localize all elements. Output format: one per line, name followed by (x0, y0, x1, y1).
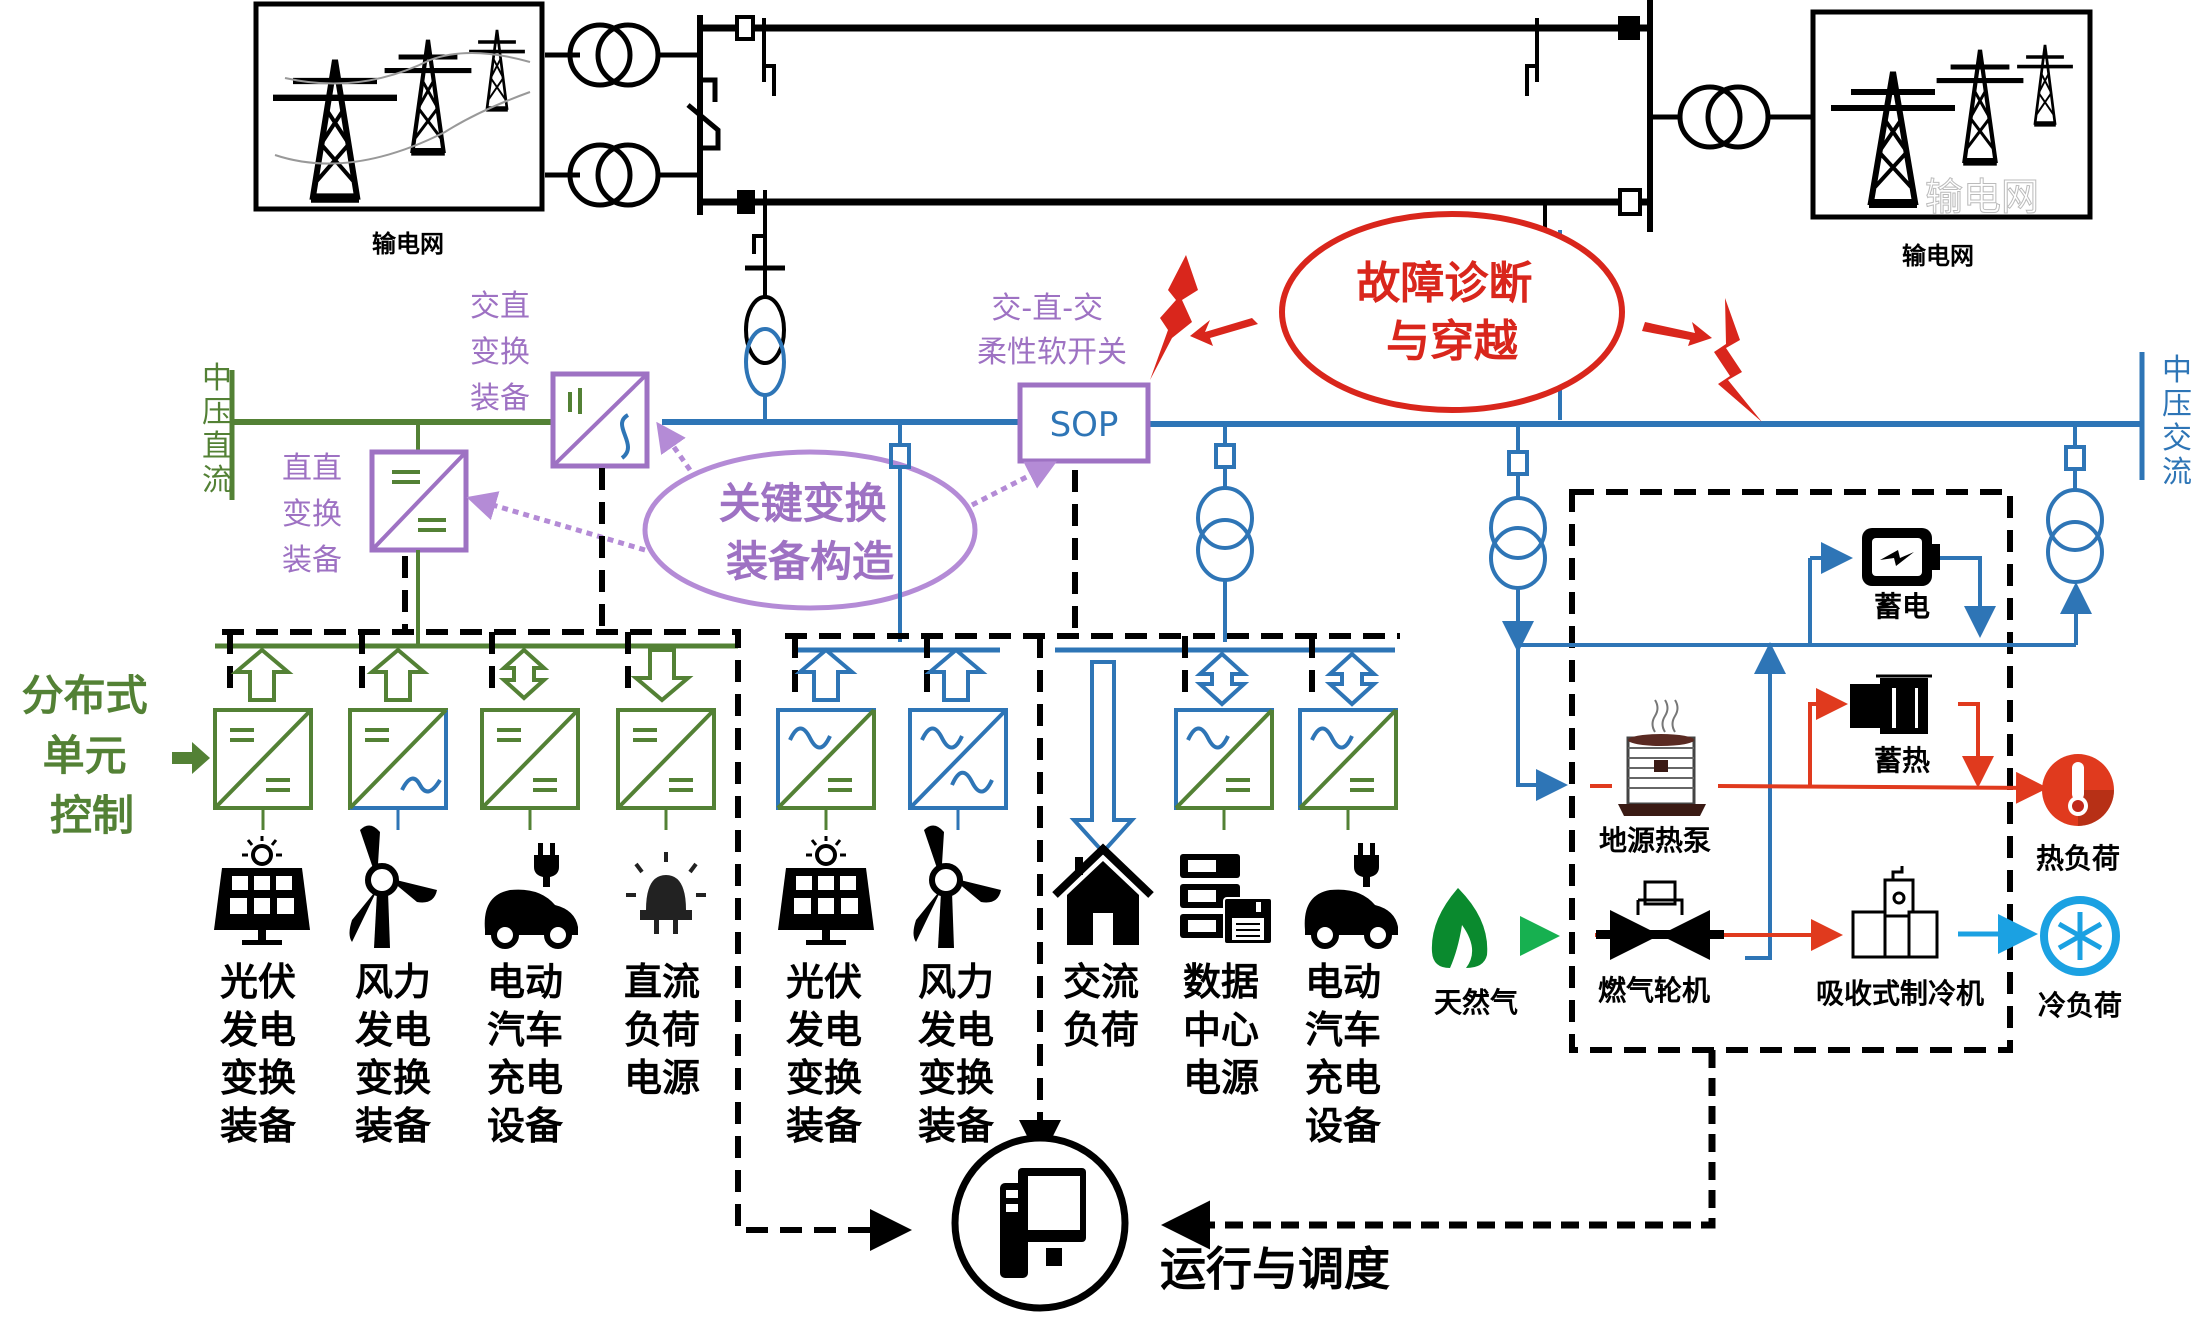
dcdc-converter[interactable] (369, 449, 469, 553)
acdc-converter[interactable] (550, 371, 650, 469)
transmission-grid-right: 输电网 输电网 (1810, 9, 2093, 270)
natural-gas-flame-icon (1431, 888, 1488, 968)
ac-feeders (889, 422, 2104, 642)
computer-icon (1000, 1168, 1086, 1278)
main-transformer-icon (744, 254, 786, 422)
flow-both-arrow-icon (1324, 651, 1380, 707)
solar-panel-icon (214, 836, 310, 945)
svg-text:分布式 单元 控制: 分布式 单元 控制 (22, 671, 163, 840)
label-dc-load: 直流负荷电源 (624, 960, 700, 1100)
heat-storage-tank-icon (1850, 674, 1932, 734)
dispatch-center[interactable] (951, 1134, 1129, 1312)
dispatch-label: 运行与调度 (1160, 1242, 1390, 1296)
absorption-chiller-label: 吸收式制冷机 (1816, 977, 1984, 1010)
transmission-busbars (686, 0, 1653, 254)
ev-charging-icon (484, 843, 578, 949)
svg-text:故障诊断 与穿越: 故障诊断 与穿越 (1356, 258, 1547, 367)
dc-unit-pv[interactable] (213, 647, 313, 830)
mv-ac-bus: 中 压 交 流 (662, 230, 2201, 490)
transformer-icon (1650, 84, 1812, 150)
dcdc-converter-label: 直直 变换 装备 (282, 451, 352, 578)
mv-dc-label: 中 压 直 流 (202, 361, 242, 498)
dc-load-light-icon (626, 852, 706, 934)
wind-turbine-icon (913, 825, 1001, 948)
breaker-closed (737, 190, 755, 214)
energy-hub-boundary (1569, 489, 2013, 1053)
label-datacenter: 数据中心电源 (1183, 960, 1259, 1100)
heat-load-thermometer-icon (2042, 754, 2114, 826)
ev-charging-icon (1304, 843, 1398, 949)
transformer-icon (545, 22, 700, 88)
dc-unit-dc-load[interactable] (616, 648, 716, 830)
cold-load-label: 冷负荷 (2038, 989, 2122, 1022)
label-dc-wind: 风力发电变换装备 (355, 960, 432, 1148)
heat-storage-label: 蓄热 (1874, 744, 1930, 777)
dc-unit-wind[interactable] (348, 647, 448, 830)
sop-box-label: SOP (1050, 405, 1119, 445)
label-dc-ev: 电动汽车充电设备 (487, 960, 564, 1148)
label-dc-pv: 光伏发电变换装备 (220, 960, 297, 1148)
control-link (222, 629, 912, 1251)
label-ac-ev: 电动汽车充电设备 (1305, 960, 1382, 1148)
key-equipment-callout: 关键变换 装备构造 (466, 421, 1057, 611)
flow-up-arrow-icon (230, 647, 294, 702)
cold-load-snowflake-icon (2040, 896, 2120, 976)
sop-label: 交-直-交 柔性软开关 (977, 291, 1127, 370)
breaker-open (1618, 188, 1642, 216)
label-ac-load: 交流负荷 (1063, 960, 1139, 1052)
datacenter-server-icon (1180, 854, 1273, 945)
ac-unit-pv[interactable] (776, 647, 876, 830)
label-ac-wind: 风力发电变换装备 (918, 960, 995, 1148)
ac-unit-datacenter[interactable] (1174, 651, 1274, 830)
transformer-icon (545, 142, 700, 208)
breaker-open (735, 15, 755, 41)
fault-lightning-icon (1150, 255, 1198, 380)
flow-both-arrow-icon (498, 647, 550, 701)
house-icon (1052, 843, 1154, 945)
mv-ac-label: 中 压 交 流 (2162, 353, 2201, 490)
control-link (1161, 1050, 1716, 1250)
mv-dc-bus: 中 压 直 流 (202, 361, 552, 500)
flow-down-arrow-icon (1069, 660, 1137, 855)
svg-text:关键变换 装备构造: 关键变换 装备构造 (719, 479, 902, 586)
transmission-grid-left: 输电网 (253, 1, 545, 258)
grid-watermark: 输电网 (1925, 175, 2039, 219)
energy-hub-heat-lines (1590, 688, 2048, 951)
acdc-converter-label: 交直 变换 装备 (470, 289, 540, 416)
fault-callout: 故障诊断 与穿越 (1190, 211, 1712, 413)
device-labels: 光伏发电变换装备 风力发电变换装备 电动汽车充电设备 直流负荷电源 光伏发电变换… (220, 960, 1382, 1148)
natural-gas-label: 天然气 (1434, 986, 1518, 1019)
flow-up-arrow-icon (794, 647, 858, 702)
flow-up-arrow-icon (924, 647, 988, 702)
dc-unit-ev[interactable] (480, 647, 580, 830)
energy-hub-elec-lines (1502, 542, 2092, 960)
heat-load-label: 热负荷 (2036, 842, 2120, 875)
ac-unit-ac-load[interactable] (1069, 660, 1137, 855)
ac-unit-ev[interactable] (1298, 651, 1398, 830)
ground-heat-pump-icon (1618, 699, 1706, 816)
breaker-closed (1618, 16, 1640, 40)
battery-icon (1862, 528, 1940, 586)
flow-both-arrow-icon (1194, 651, 1250, 707)
ground-heat-pump-label: 地源热泵 (1599, 824, 1711, 857)
battery-label: 蓄电 (1874, 590, 1930, 623)
gas-turbine-label: 燃气轮机 (1598, 974, 1710, 1007)
flow-down-arrow-icon (630, 648, 694, 703)
flow-up-arrow-icon (366, 647, 430, 702)
sop-switch[interactable]: SOP (1017, 382, 1151, 464)
grid-label-right: 输电网 (1902, 242, 1974, 270)
distributed-control-callout: 分布式 单元 控制 (22, 671, 210, 840)
ac-unit-wind[interactable] (908, 647, 1008, 830)
fault-lightning-icon (1714, 298, 1762, 422)
grid-label-left: 输电网 (372, 230, 444, 258)
arrow-right-icon (172, 742, 210, 774)
label-ac-pv: 光伏发电变换装备 (786, 960, 863, 1148)
gas-turbine-icon (1596, 880, 1724, 960)
wind-turbine-icon (349, 825, 437, 948)
solar-panel-icon (778, 836, 874, 945)
transmission-tower-icon (273, 30, 531, 199)
absorption-chiller-icon (1851, 866, 1939, 959)
